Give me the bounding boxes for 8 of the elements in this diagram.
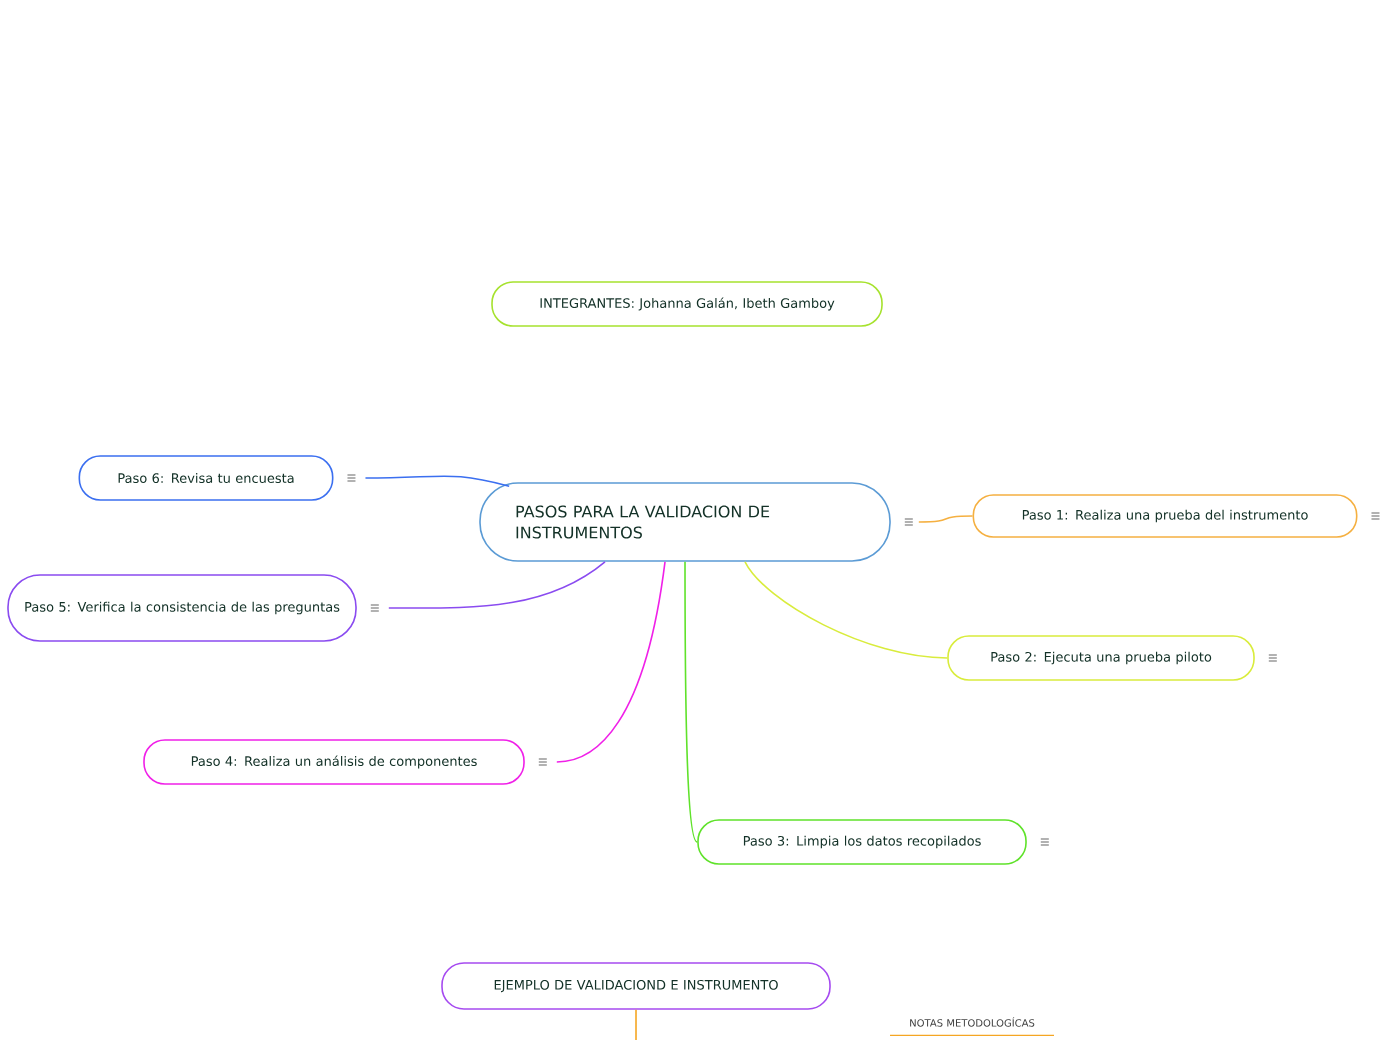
- central-topic-box: PASOS PARA LA VALIDACION DE INSTRUMENTOS: [479, 482, 891, 562]
- connector: [635, 1009, 637, 1040]
- connector: [388, 561, 606, 609]
- connector: [918, 515, 974, 523]
- connector: [364, 475, 510, 487]
- connector: [684, 561, 698, 843]
- connector: [744, 561, 948, 659]
- connector: [556, 561, 666, 763]
